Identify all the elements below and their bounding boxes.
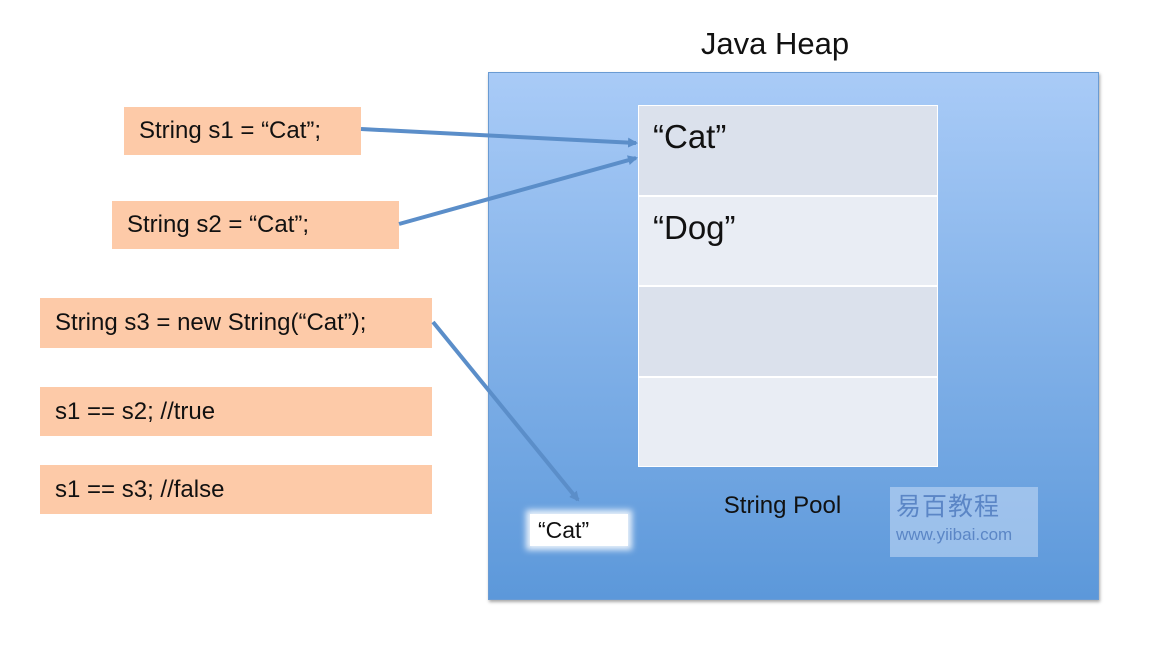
heap-string-object: “Cat”: [530, 514, 628, 546]
watermark-site-url: www.yiibai.com: [896, 525, 1013, 544]
code-line-s3: String s3 = new String(“Cat”);: [40, 298, 432, 348]
pool-cell-dog: “Dog”: [639, 196, 937, 287]
code-line-s2: String s2 = “Cat”;: [112, 201, 399, 249]
pool-cell-cat: “Cat”: [639, 106, 937, 197]
string-pool: “Cat” “Dog”: [638, 105, 938, 467]
string-pool-label: String Pool: [723, 492, 842, 519]
watermark-site-name: 易百教程: [896, 493, 1001, 521]
pool-cell-empty: [639, 287, 937, 378]
code-line-compare-false: s1 == s3; //false: [40, 465, 432, 514]
heap-title: Java Heap: [700, 26, 850, 61]
watermark-logo: 易百教程 www.yiibai.com: [890, 487, 1038, 557]
code-line-compare-true: s1 == s2; //true: [40, 387, 432, 436]
code-line-s1: String s1 = “Cat”;: [124, 107, 361, 155]
pool-cell-empty: [639, 377, 937, 466]
